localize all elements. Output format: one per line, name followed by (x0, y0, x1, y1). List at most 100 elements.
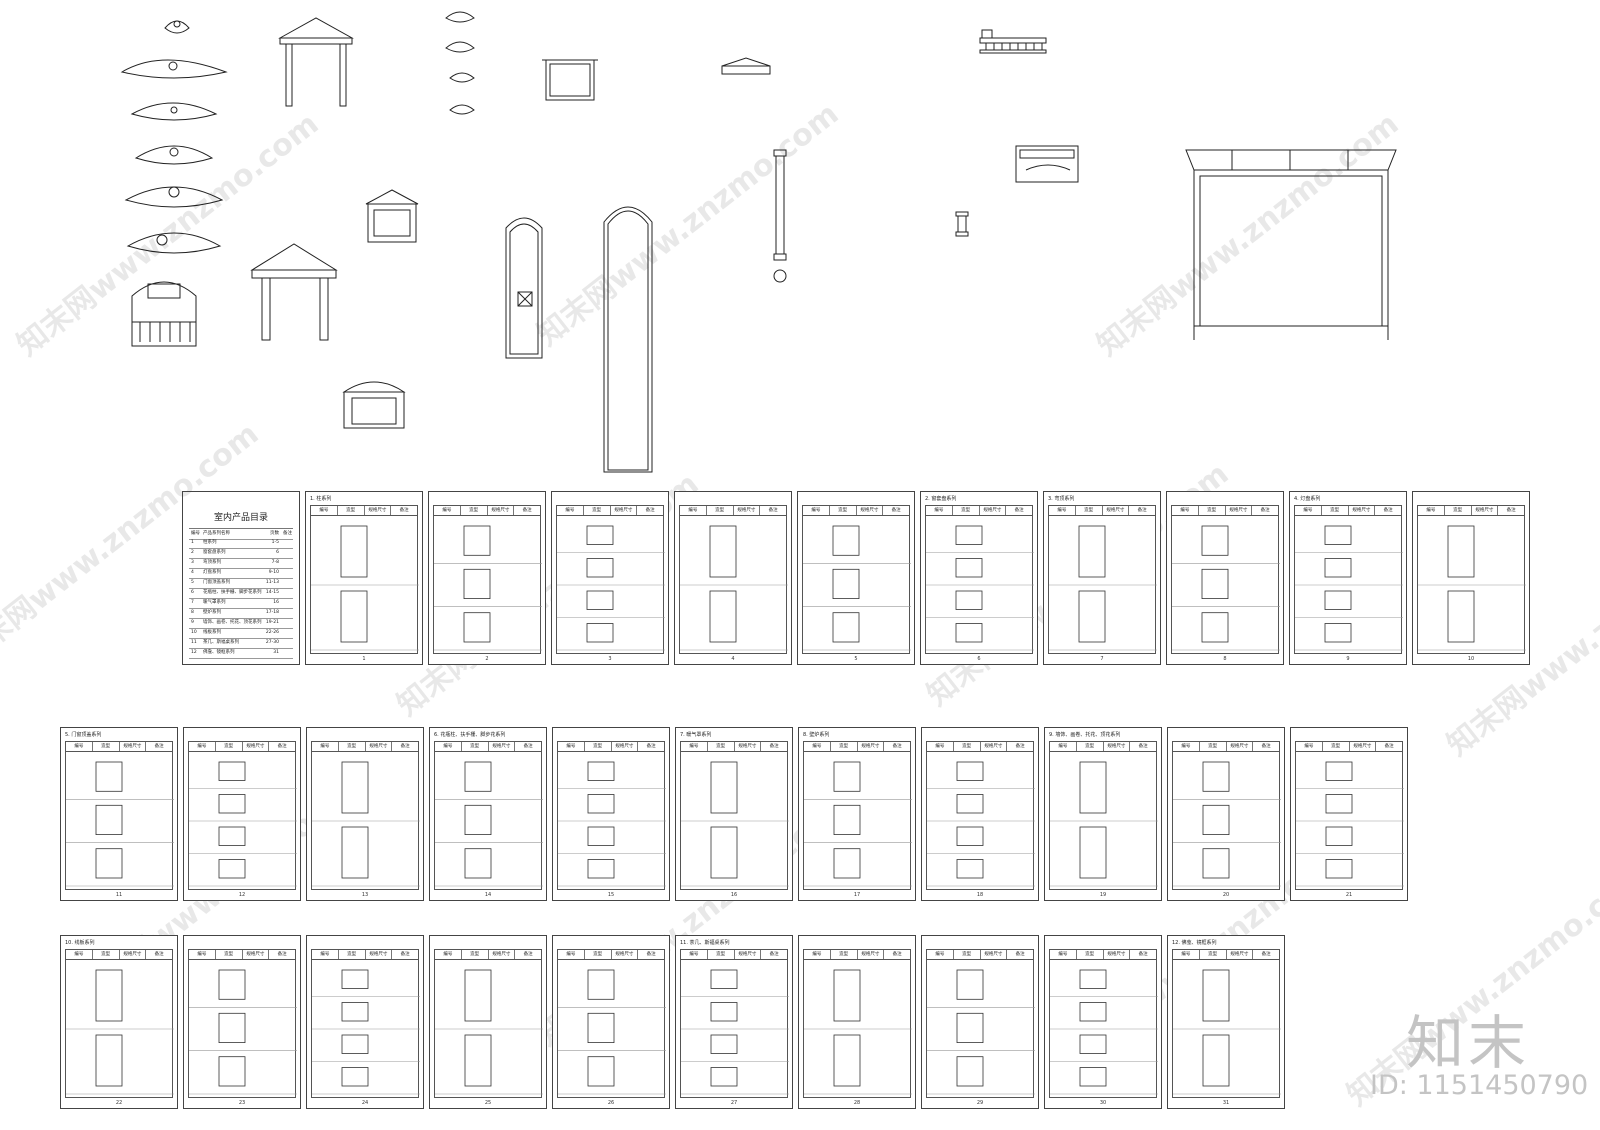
sheet-header-cell: 造型 (830, 506, 857, 515)
sheet-header-cell: 规格尺寸 (1103, 506, 1130, 515)
sheet-header-cell: 规格尺寸 (735, 742, 762, 751)
catalog-cell: 花瓶柱、扶手栅、脚步花系列 (203, 590, 262, 595)
sheet-page-number: 31 (1222, 1100, 1230, 1106)
sheet-header-cell: 造型 (831, 950, 858, 959)
sheet-header-cell: 备注 (1015, 952, 1025, 957)
sheet-header-cell: 造型 (1077, 950, 1104, 959)
sheet-header-cell: 编号 (926, 506, 953, 515)
sheet-header-cell: 造型 (953, 506, 980, 515)
sheet-table: 编号造型规格尺寸备注 (680, 949, 789, 1098)
sheet-header-cell: 备注 (1261, 744, 1271, 749)
sheet-header-cell: 编号 (312, 950, 339, 959)
elements-drawing (120, 11, 1397, 473)
sheet-header-cell: 规格尺寸 (1350, 742, 1377, 751)
sheet-item-drawings (312, 969, 420, 1095)
catalog-header: 编号 (191, 531, 200, 536)
catalog-title: 室内产品目录 (213, 513, 268, 523)
catalog-cell: 4 (191, 570, 194, 575)
sheet-item-drawings (926, 525, 1034, 651)
radiator-cover-icon (1015, 145, 1079, 183)
sheet-header-cell: 备注 (892, 952, 902, 957)
sheet-page-number: 21 (1345, 892, 1353, 898)
sheet-header-row: 编号造型规格尺寸备注 (1295, 506, 1401, 516)
sheet-header-cell: 编号 (189, 950, 216, 959)
sheet-page-number: 4 (731, 656, 735, 662)
sheet-header-cell: 编号 (557, 506, 584, 515)
catalog-cell: 柱系列 (203, 540, 217, 545)
sheet-header-cell: 规格尺寸 (243, 950, 270, 959)
sheet-header-cell: 规格尺寸 (612, 950, 639, 959)
sheet-header-cell: 备注 (892, 744, 902, 749)
sheet-header-cell: 备注 (646, 744, 656, 749)
sheet-header-cell: 造型 (461, 506, 488, 515)
sheet-table: 编号造型规格尺寸备注 (1048, 505, 1157, 654)
sheet-table: 编号造型规格尺寸备注 (1171, 505, 1280, 654)
catalog-cell: 9 (191, 620, 194, 625)
catalog-cell: 线板系列 (203, 630, 221, 635)
tall-arch-icon (603, 206, 653, 473)
sheet-header-cell: 备注 (1506, 508, 1516, 513)
catalog-header: 页数 (270, 531, 279, 536)
sheet-header-cell: 备注 (1384, 744, 1394, 749)
sheet-header-row: 编号造型规格尺寸备注 (1050, 742, 1156, 752)
sheet-header-cell: 造型 (462, 742, 489, 751)
brand-logo: 知末 (1406, 1009, 1531, 1077)
sheet-table: 编号造型规格尺寸备注 (310, 505, 419, 654)
sheet-header-cell: 规格尺寸 (489, 742, 516, 751)
sheet-header-cell: 编号 (1173, 742, 1200, 751)
cabinet-frame-icon (1185, 149, 1397, 340)
sheet-header-cell: 造型 (339, 742, 366, 751)
column-icon (773, 149, 787, 283)
sheet-table: 编号造型规格尺寸备注 (434, 949, 543, 1098)
sheet-header-cell: 备注 (1014, 508, 1024, 513)
sheet-header-cell: 造型 (1200, 742, 1227, 751)
sheet-header-cell: 规格尺寸 (488, 506, 515, 515)
sheet-page-number: 15 (607, 892, 615, 898)
sheet-table: 编号造型规格尺寸备注 (557, 949, 666, 1098)
catalog-cell: 8 (191, 610, 194, 615)
sheet-header-row: 编号造型规格尺寸备注 (1173, 950, 1279, 960)
sheet-header-cell: 造型 (338, 506, 365, 515)
arched-niche-icon (505, 217, 543, 359)
sheet-header-cell: 造型 (1323, 742, 1350, 751)
sheet-header-cell: 规格尺寸 (1226, 506, 1253, 515)
sheet-header-cell: 造型 (585, 742, 612, 751)
sheet-header-cell: 规格尺寸 (1104, 742, 1131, 751)
sheet-item-drawings (434, 525, 542, 651)
sheet-header-cell: 备注 (523, 744, 533, 749)
sheet-header-cell: 造型 (216, 950, 243, 959)
catalog-cell: 墙饰、画卷、托花、顶花系列 (203, 620, 262, 625)
sheet-table: 编号造型规格尺寸备注 (680, 741, 789, 890)
sheet-header-cell: 编号 (1050, 742, 1077, 751)
sheet-header-cell: 编号 (311, 506, 338, 515)
sheet-table: 编号造型规格尺寸 备注 (1172, 741, 1281, 890)
catalog-cell: 暖气罩系列 (203, 600, 226, 605)
sheet-header-cell: 造型 (1077, 742, 1104, 751)
sheet-header-row: 编号造型规格尺寸备注 (1050, 950, 1156, 960)
sheet-header-cell: 编号 (681, 950, 708, 959)
sheet-header-row: 编号造型规格尺寸备注 (435, 742, 541, 752)
sheet-header-row: 编号造型规格尺寸备注 (189, 950, 295, 960)
sheet-section-title: 3. 弯顶系列 (1048, 496, 1075, 502)
sheet-table: 编号造型规格尺寸备注 (311, 949, 420, 1098)
sheet-item-drawings (189, 969, 297, 1095)
sheet-header-cell: 规格尺寸 (1227, 742, 1254, 751)
sheet-header-cell: 造型 (585, 950, 612, 959)
catalog-cell: 22-26 (265, 630, 279, 635)
sheet-page-number: 26 (607, 1100, 615, 1106)
sheet-item-drawings (312, 761, 420, 887)
sheet-page-number: 19 (1099, 892, 1107, 898)
sheet-table: 编号造型规格尺寸备注 (926, 949, 1035, 1098)
